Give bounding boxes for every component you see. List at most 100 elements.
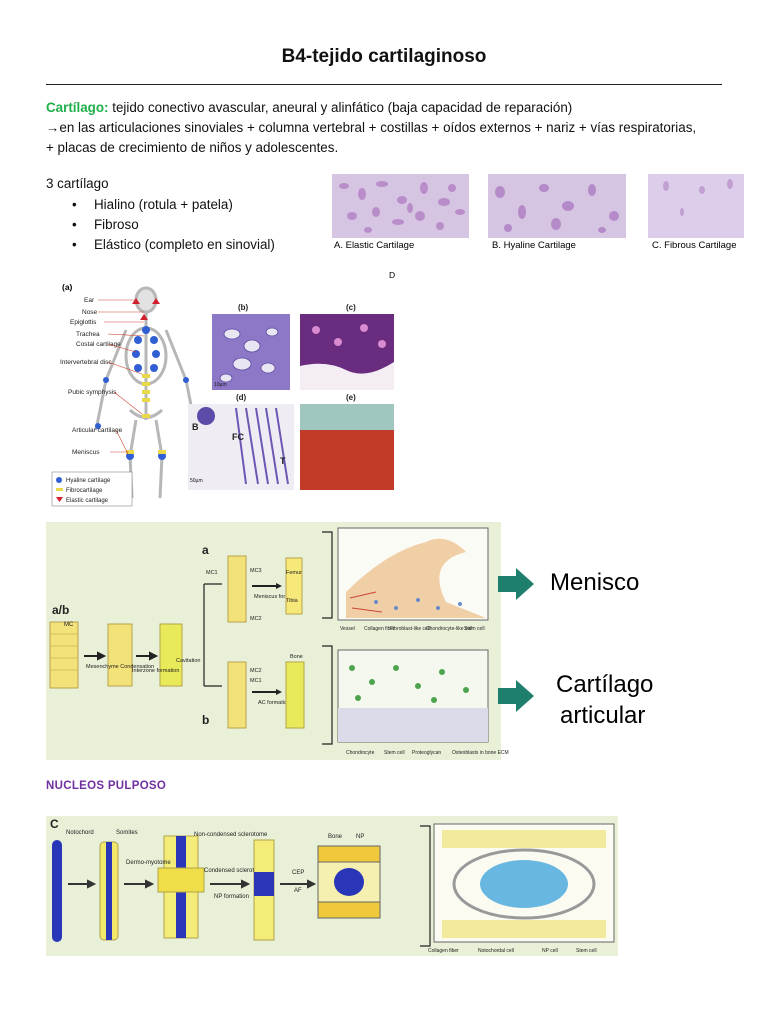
meniscus-tissue [337,527,489,621]
legend-chondrocyte-like: Chondrocyte-like cell [426,626,472,632]
ac-formation: AC formation [258,700,290,706]
label-articular: Articular cartilage [72,427,123,434]
label-ear: Ear [84,297,95,304]
intro-term: Cartílago: [46,100,109,115]
label-nose: Nose [82,309,98,316]
elastic-cells [339,181,465,233]
label-tibia: Tibia [286,598,299,604]
articular-tissue [337,649,489,743]
legend-fibro-swatch [56,488,63,491]
label-mc: MC [64,622,74,628]
step-cavitation: Cavitation [176,658,200,664]
panel-e-label: (e) [346,393,356,402]
label-mc3: MC3 [250,568,262,574]
scale-b: 10µm [214,382,227,388]
panel-d-label: (d) [236,393,247,402]
legend-box [51,471,133,507]
disc-cross-section [317,845,381,919]
label-leaders [98,299,145,455]
legend-fibroblast: Fibroblast-like cell [390,626,430,632]
arrow-to-menisco [498,568,534,600]
types-heading: 3 cartílago [46,176,109,191]
legend-collagen: Collagen fiber [364,626,395,632]
intro-line-1: Cartílago: tejido conectivo avascular, a… [46,98,736,118]
meniscus-precursor [227,555,247,623]
label-d-b: B [192,422,199,432]
label-dermomyotome: Dermo-myotome [126,860,171,866]
label-epiglottis: Epiglottis [70,319,97,326]
caption-fibrous: C. Fibrous Cartilage [652,240,736,251]
list-item: Fibroso [70,215,275,235]
somites-column [99,841,119,941]
step-arrows [84,651,159,661]
sclerotome-column [157,835,205,939]
bracket-top [322,531,333,619]
label-pubic: Pubic symphysis [68,389,117,396]
title-divider [46,84,722,85]
nucleus-pulposus-figure: C Notochord Somites Non-condensed sclero… [46,816,618,956]
outcome-articular: articular [560,702,645,729]
bone-column [285,661,305,729]
hyaline-cells [495,184,619,233]
label-costal: Costal cartilage [76,341,121,348]
panel-a-label: (a) [62,282,73,292]
histology-panels: A. Elastic Cartilage B. Hyaline Cartilag… [332,174,744,251]
list-item: Hialino (rotula + patela) [70,195,275,215]
outcome-menisco: Menisco [550,569,639,596]
legend-fibro: Fibrocartilage [66,488,103,494]
micrograph-d-blob [197,407,215,425]
legend-osteoblasts: Osteoblasts in bone ECM [452,750,509,756]
label-ab: a/b [52,603,69,617]
label-d-t: T [280,456,286,466]
arrow-to-articular [498,680,534,712]
fibro-markers [126,374,166,454]
legend-stem-bottom: Stem cell [384,750,405,756]
femur-tibia [285,557,303,615]
branch-lines [203,583,222,687]
legend-elastic-swatch [56,497,63,502]
label-af: AF [294,888,302,894]
panel-c-label: (c) [346,303,356,312]
label-meniscus: Meniscus [72,449,100,456]
panel-b-label: (b) [238,303,249,312]
legend-hyaline: Hyaline cartilage [66,478,111,484]
histology-figure: A. Elastic Cartilage B. Hyaline Cartilag… [332,172,744,252]
label-intervertebral: Intervertebral disc [60,359,112,366]
development-figure: a/b a b MC Mesenchyme Condensation Inter… [46,522,656,760]
list-item: Elástico (completo en sinovial) [70,235,275,255]
label-somites: Somites [116,830,138,836]
intro-paragraph: Cartílago: tejido conectivo avascular, a… [46,98,736,158]
label-notochord: Notochord [66,830,94,836]
intro-locations: en las articulaciones sinoviales + colum… [59,120,697,135]
figure-1: (a) D Ear Nose E [46,270,398,508]
label-c: C [50,817,59,831]
label-mc2-bottom: MC2 [250,668,262,674]
page-title: B4-tejido cartilaginoso [281,46,487,67]
outcome-cartilago: Cartílago [556,671,653,698]
legend-np-stem: Stem cell [576,948,597,954]
disc-detail [433,823,615,943]
figure-3: C Notochord Somites Non-condensed sclero… [46,816,618,956]
panel-d-corner-label: D [389,270,395,280]
legend-vessel: Vessel [340,626,355,632]
legend-notochordal: Notochordal cell [478,948,514,954]
label-mc1: MC1 [206,570,218,576]
cartilage-locations-figure: (a) D Ear Nose E [46,270,398,508]
scale-d: 50µm [190,478,203,484]
np-formation-column [253,839,275,941]
section-heading-nucleus: NUCLEOS PULPOSO [46,780,167,792]
label-bone: Bone [290,654,303,660]
micrograph-c-bone [300,362,394,390]
label-d-fc: FC [232,432,244,442]
intro-definition: tejido conectivo avascular, aneural y al… [108,100,573,115]
np-arrows [68,879,317,889]
legend-chondrocyte: Chondrocyte [346,750,375,756]
label-femur: Femur [286,570,302,576]
legend-elastic: Elastic cartilage [66,498,109,504]
caption-elastic: A. Elastic Cartilage [334,240,414,251]
label-condensed: Condensed sclerotome [204,868,266,874]
label-mc1-bottom: MC1 [250,678,262,684]
notochord-rod [52,840,62,942]
legend-stem-top: Stem cell [464,626,485,632]
arrow-glyph: → [46,120,60,135]
